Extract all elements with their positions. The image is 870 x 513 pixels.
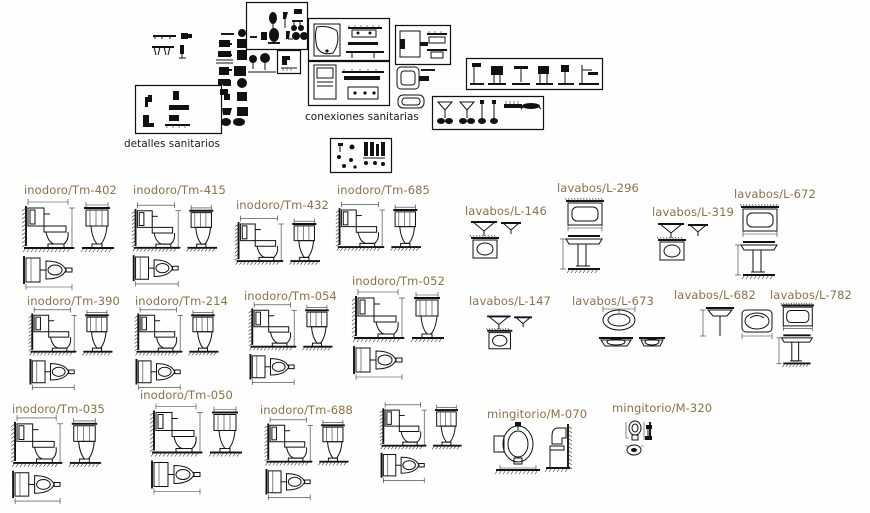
label-lavabos-l-146: lavabos/L-146 — [465, 204, 547, 218]
label-inodoro-tm-688: inodoro/Tm-688 — [260, 403, 353, 417]
label-mingitorio-m-320: mingitorio/M-320 — [612, 401, 713, 415]
fixture-group-tm-052 — [350, 290, 458, 380]
label-inodoro-tm-390: inodoro/Tm-390 — [27, 294, 120, 308]
fixture-group-tm-035 — [8, 416, 116, 504]
fittings-frame — [246, 2, 308, 50]
fixture-group-tm-214 — [132, 308, 232, 390]
fixture-group-l-296 — [560, 197, 648, 279]
fixture-group-tm-390 — [22, 308, 130, 390]
bolts-frame — [330, 138, 392, 173]
fixture-group-l-672 — [735, 203, 823, 285]
fixture-group-l-147 — [480, 310, 550, 366]
valve-cluster — [246, 50, 282, 98]
fixture-group-tm-415 — [130, 200, 230, 290]
small-frame — [277, 50, 301, 74]
people-frame — [466, 58, 603, 90]
label-lavabos-l-673: lavabos/L-673 — [572, 294, 654, 308]
label-inodoro-tm-685: inodoro/Tm-685 — [337, 183, 430, 197]
fixture-group-m-070 — [488, 420, 588, 482]
conexiones-sanitarias-title: conexiones sanitarias — [305, 111, 419, 123]
label-lavabos-l-682: lavabos/L-682 — [674, 288, 756, 302]
label-lavabos-l-782: lavabos/L-782 — [770, 288, 852, 302]
label-inodoro-tm-214: inodoro/Tm-214 — [135, 294, 228, 308]
tub-frame-lower — [308, 60, 390, 106]
conex-frame-c — [396, 92, 430, 112]
tub-frame-upper — [308, 18, 390, 62]
detalles-sanitarios-frame — [135, 85, 222, 134]
label-inodoro-tm-415: inodoro/Tm-415 — [133, 183, 226, 197]
fixture-group-tm-054 — [242, 303, 350, 385]
label-lavabos-l-672: lavabos/L-672 — [734, 187, 816, 201]
fixture-group-m-320 — [620, 418, 670, 466]
conex-frame-b — [395, 64, 435, 94]
label-inodoro-tm-432: inodoro/Tm-432 — [236, 198, 329, 212]
fixture-group-tm-050 — [148, 402, 256, 497]
fixture-group-tm-688 — [258, 418, 366, 500]
label-lavabos-l-296: lavabos/L-296 — [557, 181, 639, 195]
label-lavabos-l-147: lavabos/L-147 — [469, 294, 551, 308]
fixture-group-l-682 — [700, 302, 776, 362]
fixture-group-l-782 — [770, 302, 858, 372]
fixture-group-tm-685 — [334, 200, 434, 270]
label-inodoro-tm-054: inodoro/Tm-054 — [244, 289, 337, 303]
fixture-group-l-673 — [595, 306, 671, 366]
fixture-group-l-146 — [463, 218, 541, 274]
label-inodoro-tm-052: inodoro/Tm-052 — [352, 274, 445, 288]
conex-frame-a — [395, 25, 451, 65]
detail-cluster-a — [150, 28, 210, 62]
fixture-group-tm-432 — [233, 214, 333, 284]
label-inodoro-tm-402: inodoro/Tm-402 — [24, 183, 117, 197]
lamps-frame — [432, 96, 544, 130]
label-inodoro-tm-035: inodoro/Tm-035 — [12, 402, 105, 416]
detalles-sanitarios-title: detalles sanitarios — [124, 138, 220, 150]
detail-cluster-c — [218, 28, 252, 128]
fixture-group-tm-688-alt — [378, 402, 474, 484]
label-inodoro-tm-050: inodoro/Tm-050 — [140, 388, 233, 402]
label-lavabos-l-319: lavabos/L-319 — [652, 205, 734, 219]
label-mingitorio-m-070: mingitorio/M-070 — [487, 407, 588, 421]
fixture-group-l-319 — [650, 220, 728, 276]
fixture-group-tm-402 — [20, 200, 128, 290]
